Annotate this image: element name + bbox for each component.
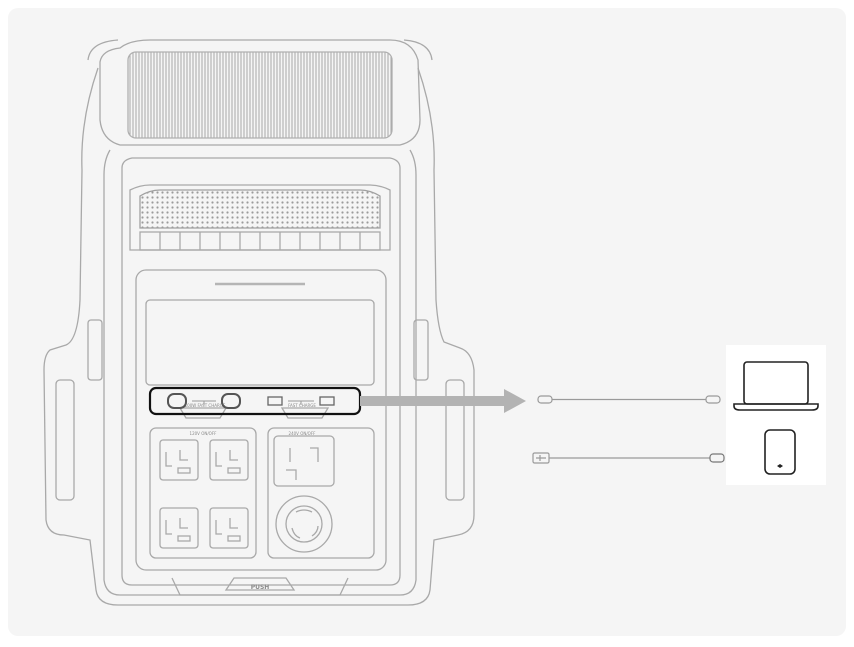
l14-30-twist-lock-outlet — [275, 495, 333, 553]
usb-c-port-1 — [167, 393, 187, 409]
usb-a-cable-icon — [532, 452, 725, 464]
ac-120v-label: 120V ON/OFF — [190, 431, 218, 436]
tt30-outlet — [273, 435, 335, 487]
display-screen — [145, 299, 375, 386]
usbc-group-label: 100W FAST CHARGE — [185, 403, 226, 408]
connection-arrow — [360, 389, 526, 413]
devices-panel — [726, 345, 826, 485]
ac-240v-outlet-group — [267, 427, 375, 559]
usb-c-port-2 — [221, 393, 241, 409]
laptop-icon — [733, 361, 819, 411]
power-station-body — [43, 39, 475, 606]
usb-c-cable-icon — [537, 395, 721, 404]
phone-icon — [764, 429, 796, 475]
usb-a-port-1 — [267, 396, 283, 406]
push-label: PUSH — [251, 584, 270, 591]
usb-a-port-2 — [319, 396, 335, 406]
front-mesh-vent — [139, 189, 381, 229]
top-vent-grille — [127, 51, 393, 139]
ac-240v-label: 240V ON/OFF — [289, 431, 317, 436]
usba-group-label: FAST CHARGE — [288, 403, 316, 408]
ac-120v-outlet-group — [149, 427, 257, 559]
